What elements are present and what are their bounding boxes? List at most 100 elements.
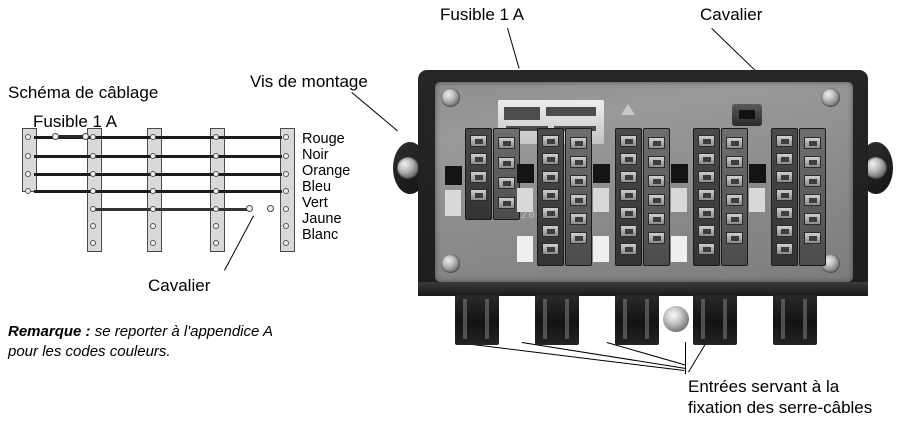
note-line-1: se reporter à l'appendice A <box>90 323 273 340</box>
wire-noir <box>34 155 282 159</box>
screw-terminal <box>726 175 743 187</box>
screw-terminal <box>620 189 637 201</box>
warning-triangle-icon <box>621 104 635 115</box>
terminal-block-column <box>671 128 751 266</box>
screw-terminal <box>542 153 559 165</box>
wire-color-item: Jaune <box>302 211 342 227</box>
terminal-post <box>213 240 219 246</box>
cable-entry <box>773 295 817 345</box>
screw-terminal <box>776 153 793 165</box>
contrast-pad-light <box>593 188 609 212</box>
terminal-post <box>25 171 31 177</box>
screw-terminal <box>776 189 793 201</box>
terminal-block-column <box>593 128 673 266</box>
screw-terminal <box>698 189 715 201</box>
screw-terminal <box>498 197 515 209</box>
callout-fuse-label: Fusible 1 A <box>440 5 525 24</box>
contrast-pad-light <box>445 190 461 216</box>
screw-terminal <box>804 137 821 149</box>
terminal-post <box>283 188 289 194</box>
terminal-post <box>150 223 156 229</box>
terminal-post <box>90 134 96 140</box>
screw-terminal <box>498 177 515 189</box>
terminal-block <box>615 128 642 266</box>
fuse-node-right <box>82 133 89 140</box>
screw-terminal <box>648 137 665 149</box>
screw-terminal <box>542 135 559 147</box>
terminal-block-column <box>445 128 521 266</box>
screw-terminal <box>776 135 793 147</box>
screw-terminal <box>570 194 587 206</box>
callout-mounting-screw-leader <box>351 92 398 132</box>
contrast-pad-dark <box>593 164 610 183</box>
corner-screw-top-right <box>821 88 840 107</box>
terminal-block-column <box>517 128 595 266</box>
screw-terminal <box>776 171 793 183</box>
terminal-post <box>283 171 289 177</box>
wire-color-item: Bleu <box>302 179 332 195</box>
screw-terminal <box>498 157 515 169</box>
screw-terminal <box>804 232 821 244</box>
contrast-pad-light <box>749 188 765 212</box>
screw-terminal <box>804 156 821 168</box>
screw-terminal <box>620 153 637 165</box>
terminal-post <box>25 153 31 159</box>
terminal-post <box>213 171 219 177</box>
screw-terminal <box>620 171 637 183</box>
cable-entry-leader-2 <box>521 342 686 370</box>
wire-vert <box>94 208 249 211</box>
screw-terminal <box>620 207 637 219</box>
screw-terminal <box>698 171 715 183</box>
contrast-pad-light <box>517 236 533 262</box>
cable-entry-leader-4 <box>684 342 686 374</box>
terminal-post <box>90 206 96 212</box>
corner-screw-bottom-left <box>441 254 460 273</box>
terminal-post <box>213 134 219 140</box>
terminal-post <box>150 171 156 177</box>
screw-terminal <box>542 225 559 237</box>
cable-entries-line-1: Entrées servant à la <box>688 377 840 396</box>
contrast-pad-dark <box>517 164 534 183</box>
screw-terminal <box>648 213 665 225</box>
schematic-fuse-label: Fusible 1 A <box>33 112 118 131</box>
wiring-schematic <box>14 128 304 271</box>
terminal-block-column <box>749 128 829 266</box>
enclosure-base-rail <box>418 282 868 296</box>
fuse-bar <box>506 126 548 131</box>
screw-terminal <box>726 137 743 149</box>
terminal-post <box>150 206 156 212</box>
note-text: Remarque : se reporter à l'appendice A p… <box>8 322 273 362</box>
wire-orange <box>34 173 282 177</box>
terminal-post <box>283 206 289 212</box>
wire-color-item: Vert <box>302 195 328 211</box>
screw-terminal <box>620 135 637 147</box>
wire-color-item: Orange <box>302 163 351 179</box>
terminal-post <box>213 153 219 159</box>
contrast-pad-dark <box>671 164 688 183</box>
terminal-post <box>150 188 156 194</box>
junction-box-photo: 620428 <box>393 60 893 345</box>
screw-terminal <box>776 225 793 237</box>
terminal-post <box>150 240 156 246</box>
jumper-node-right <box>267 205 274 212</box>
note-prefix: Remarque : <box>8 323 91 340</box>
contrast-pad-light <box>593 236 609 262</box>
screw-terminal <box>470 171 487 183</box>
cable-entries-line-2: fixation des serre-câbles <box>688 398 873 417</box>
screw-terminal <box>542 243 559 255</box>
terminal-post <box>150 134 156 140</box>
screw-terminal <box>570 175 587 187</box>
screw-terminal <box>726 213 743 225</box>
wire-color-legend: Rouge Noir Orange Bleu Vert Jaune Blanc <box>302 131 350 243</box>
screw-terminal <box>542 207 559 219</box>
screw-terminal <box>726 232 743 244</box>
corner-screw-top-left <box>441 88 460 107</box>
cable-entry <box>535 295 579 345</box>
screw-terminal <box>776 207 793 219</box>
jumper-leader-line <box>223 215 254 271</box>
screw-terminal <box>470 153 487 165</box>
callout-jumper-label: Cavalier <box>700 5 763 24</box>
screw-terminal <box>470 135 487 147</box>
wire-color-item: Blanc <box>302 227 339 243</box>
terminal-post <box>213 223 219 229</box>
